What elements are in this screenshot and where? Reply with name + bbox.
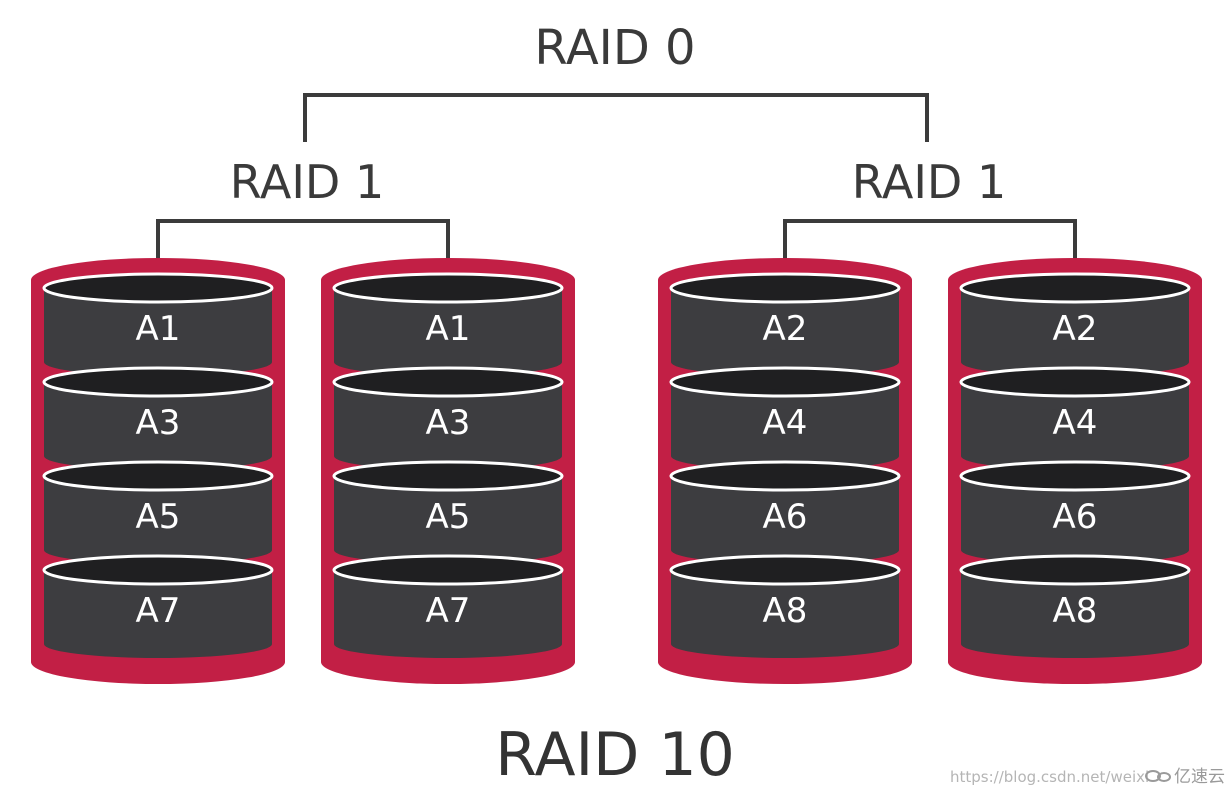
- platter-body: [44, 382, 272, 470]
- platter-top: [42, 554, 274, 586]
- platter-body: [671, 570, 899, 658]
- platter: A8: [669, 554, 901, 658]
- platter: A2: [959, 272, 1191, 376]
- platter-top: [669, 366, 901, 398]
- platter-body: [44, 476, 272, 564]
- platter: A2: [669, 272, 901, 376]
- brand-logo-icon: [1145, 770, 1171, 782]
- platter-body: [334, 476, 562, 564]
- platter: A3: [42, 366, 274, 470]
- platter-top: [959, 554, 1191, 586]
- platter: A5: [332, 460, 564, 564]
- platter-top: [332, 460, 564, 492]
- platter: A8: [959, 554, 1191, 658]
- platter-body: [44, 570, 272, 658]
- platter-top: [42, 366, 274, 398]
- platter-top: [332, 272, 564, 304]
- platter-body: [671, 382, 899, 470]
- block-label: A4: [1053, 403, 1098, 443]
- platter-body: [334, 382, 562, 470]
- block-label: A5: [426, 497, 471, 537]
- platter-top: [669, 272, 901, 304]
- raid1-left-connector: [156, 219, 450, 283]
- block-label: A2: [763, 309, 808, 349]
- block-label: A3: [136, 403, 181, 443]
- platter: A7: [332, 554, 564, 658]
- watermark-url: https://blog.csdn.net/weixi: [950, 768, 1149, 786]
- platter: A4: [669, 366, 901, 470]
- raid10-caption: RAID 10: [495, 720, 735, 790]
- platter-body: [671, 288, 899, 376]
- platter-body: [334, 288, 562, 376]
- platter: A1: [42, 272, 274, 376]
- raid0-label: RAID 0: [534, 20, 695, 76]
- platter-body: [961, 570, 1189, 658]
- platter-top: [669, 460, 901, 492]
- raid1-right-label: RAID 1: [852, 155, 1006, 209]
- block-label: A7: [136, 591, 181, 631]
- watermark-brand: 亿速云: [1174, 767, 1225, 787]
- platter: A5: [42, 460, 274, 564]
- platter-body: [961, 382, 1189, 470]
- platter: A7: [42, 554, 274, 658]
- platter-top: [959, 272, 1191, 304]
- platter: A6: [669, 460, 901, 564]
- platter-body: [671, 476, 899, 564]
- platter-top: [669, 554, 901, 586]
- platter: A3: [332, 366, 564, 470]
- platter: A6: [959, 460, 1191, 564]
- block-label: A6: [763, 497, 808, 537]
- platter-top: [959, 460, 1191, 492]
- block-label: A8: [763, 591, 808, 631]
- platter-top: [959, 366, 1191, 398]
- platter-body: [44, 288, 272, 376]
- platter-body: [334, 570, 562, 658]
- block-label: A4: [763, 403, 808, 443]
- platter-top: [332, 366, 564, 398]
- block-label: A1: [136, 309, 181, 349]
- block-label: A3: [426, 403, 471, 443]
- raid0-connector: [303, 93, 929, 142]
- platter-top: [42, 272, 274, 304]
- platter-top: [332, 554, 564, 586]
- block-label: A5: [136, 497, 181, 537]
- block-label: A8: [1053, 591, 1098, 631]
- platter: A1: [332, 272, 564, 376]
- platter-body: [961, 476, 1189, 564]
- raid1-right-connector: [783, 219, 1077, 283]
- platter-body: [961, 288, 1189, 376]
- platter: A4: [959, 366, 1191, 470]
- platter-top: [42, 460, 274, 492]
- block-label: A6: [1053, 497, 1098, 537]
- block-label: A7: [426, 591, 471, 631]
- block-label: A1: [426, 309, 471, 349]
- raid1-left-label: RAID 1: [230, 155, 384, 209]
- block-label: A2: [1053, 309, 1098, 349]
